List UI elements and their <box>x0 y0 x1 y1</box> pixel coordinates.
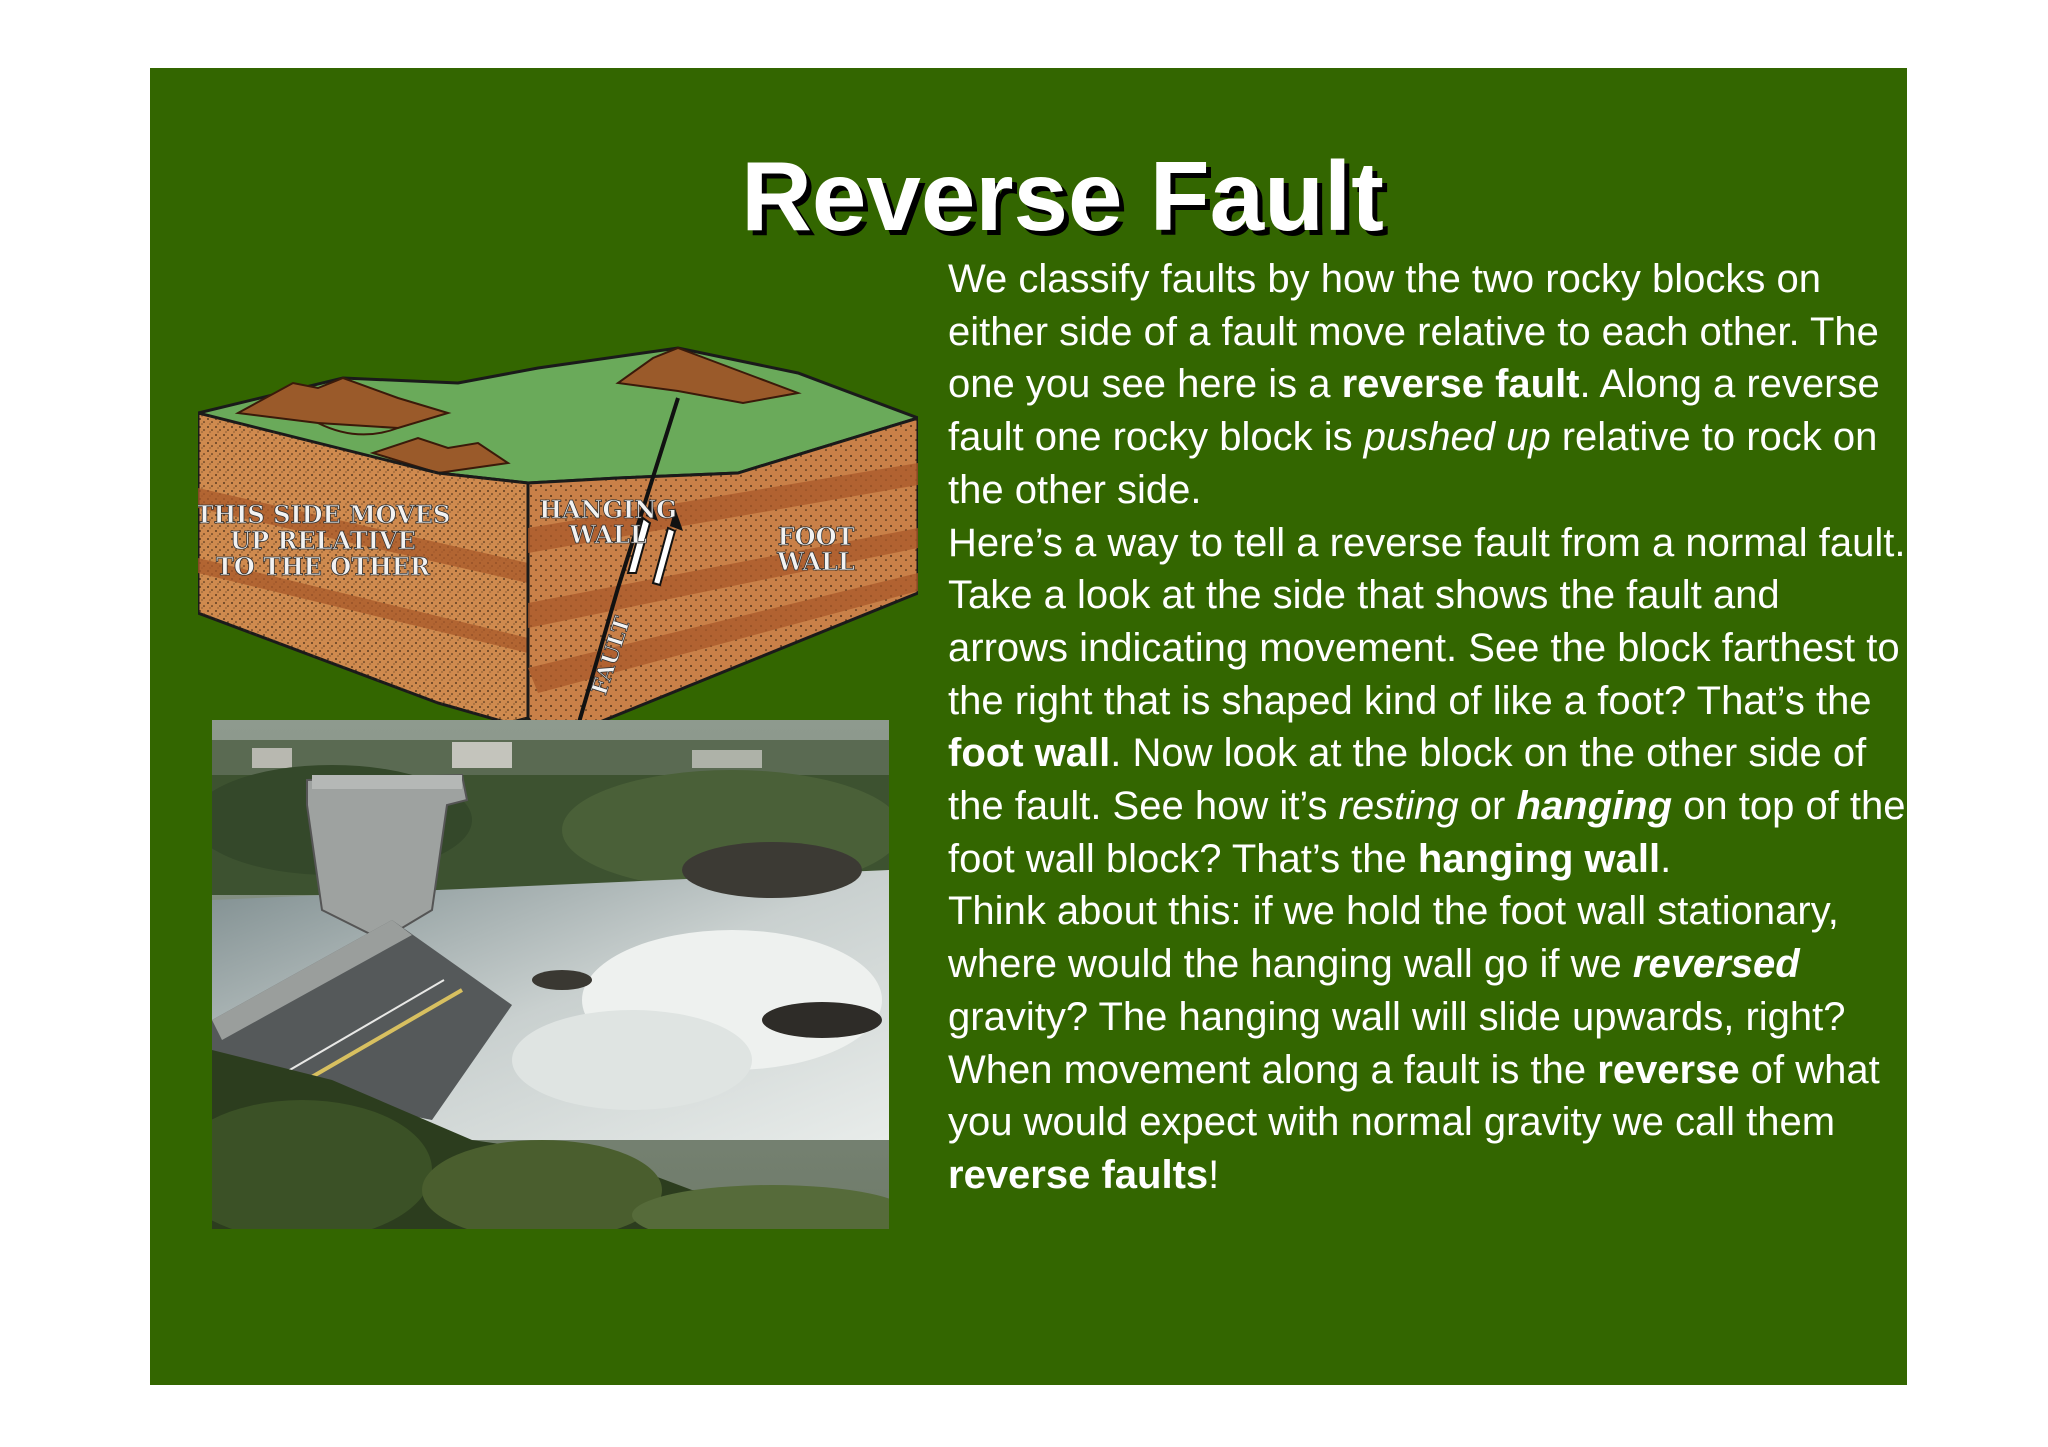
text-run: relative to rock on the other side. <box>948 415 1878 512</box>
emphasized-text: reverse faults <box>948 1152 1209 1197</box>
text-run: . Along a reverse fault one rocky block … <box>948 362 1880 460</box>
emphasized-text: resting <box>1338 784 1459 829</box>
hanging-wall-label-line1: HANGING <box>539 495 676 524</box>
reverse-fault-diagram: THIS SIDE MOVES UP RELATIVE TO THE OTHER… <box>198 346 918 743</box>
emphasized-text: reverse <box>1597 1047 1740 1092</box>
text-run: Here’s a way to tell a reverse fault fro… <box>948 520 1906 723</box>
paragraph-reversed-gravity: Think about this: if we hold the foot wa… <box>948 885 1908 1201</box>
text-run: of what you would expect with normal gra… <box>948 1047 1880 1145</box>
side-moves-label-line2: UP RELATIVE <box>230 526 416 555</box>
text-run: or <box>1458 784 1517 829</box>
text-run: . Now look at the block on the other sid… <box>948 731 1867 829</box>
foot-wall-label-line1: FOOT <box>778 522 855 551</box>
text-run: ! <box>1208 1152 1220 1197</box>
emphasized-text: hanging wall <box>1417 836 1661 881</box>
foot-wall-label-line2: WALL <box>776 547 855 576</box>
side-moves-label-line1: THIS SIDE MOVES <box>198 500 450 529</box>
text-run: We classify faults by how the two rocky … <box>948 257 1879 407</box>
text-run: Think about this: if we hold the foot wa… <box>948 889 1839 987</box>
emphasized-text: foot wall <box>948 731 1111 776</box>
text-run: gravity? The hanging wall will slide upw… <box>948 994 1846 1092</box>
paragraph-foot-and-hanging-wall: Here’s a way to tell a reverse fault fro… <box>948 517 1908 886</box>
collapsed-bridge-photo <box>212 720 889 1229</box>
text-run: . <box>1660 836 1672 881</box>
side-moves-label-line3: TO THE OTHER <box>216 552 431 581</box>
emphasized-text: reverse fault <box>1341 362 1580 407</box>
emphasized-text: hanging <box>1516 784 1672 829</box>
slide: Reverse Fault <box>150 68 1907 1385</box>
text-run: on top of the foot wall block? That’s th… <box>948 784 1906 881</box>
emphasized-text: reversed <box>1632 942 1800 987</box>
body-text: We classify faults by how the two rocky … <box>948 253 1908 1202</box>
paragraph-classify-faults: We classify faults by how the two rocky … <box>948 253 1908 517</box>
slide-title: Reverse Fault <box>741 141 1384 251</box>
emphasized-text: pushed up <box>1363 415 1551 460</box>
hanging-wall-label-line2: WALL <box>568 520 647 549</box>
